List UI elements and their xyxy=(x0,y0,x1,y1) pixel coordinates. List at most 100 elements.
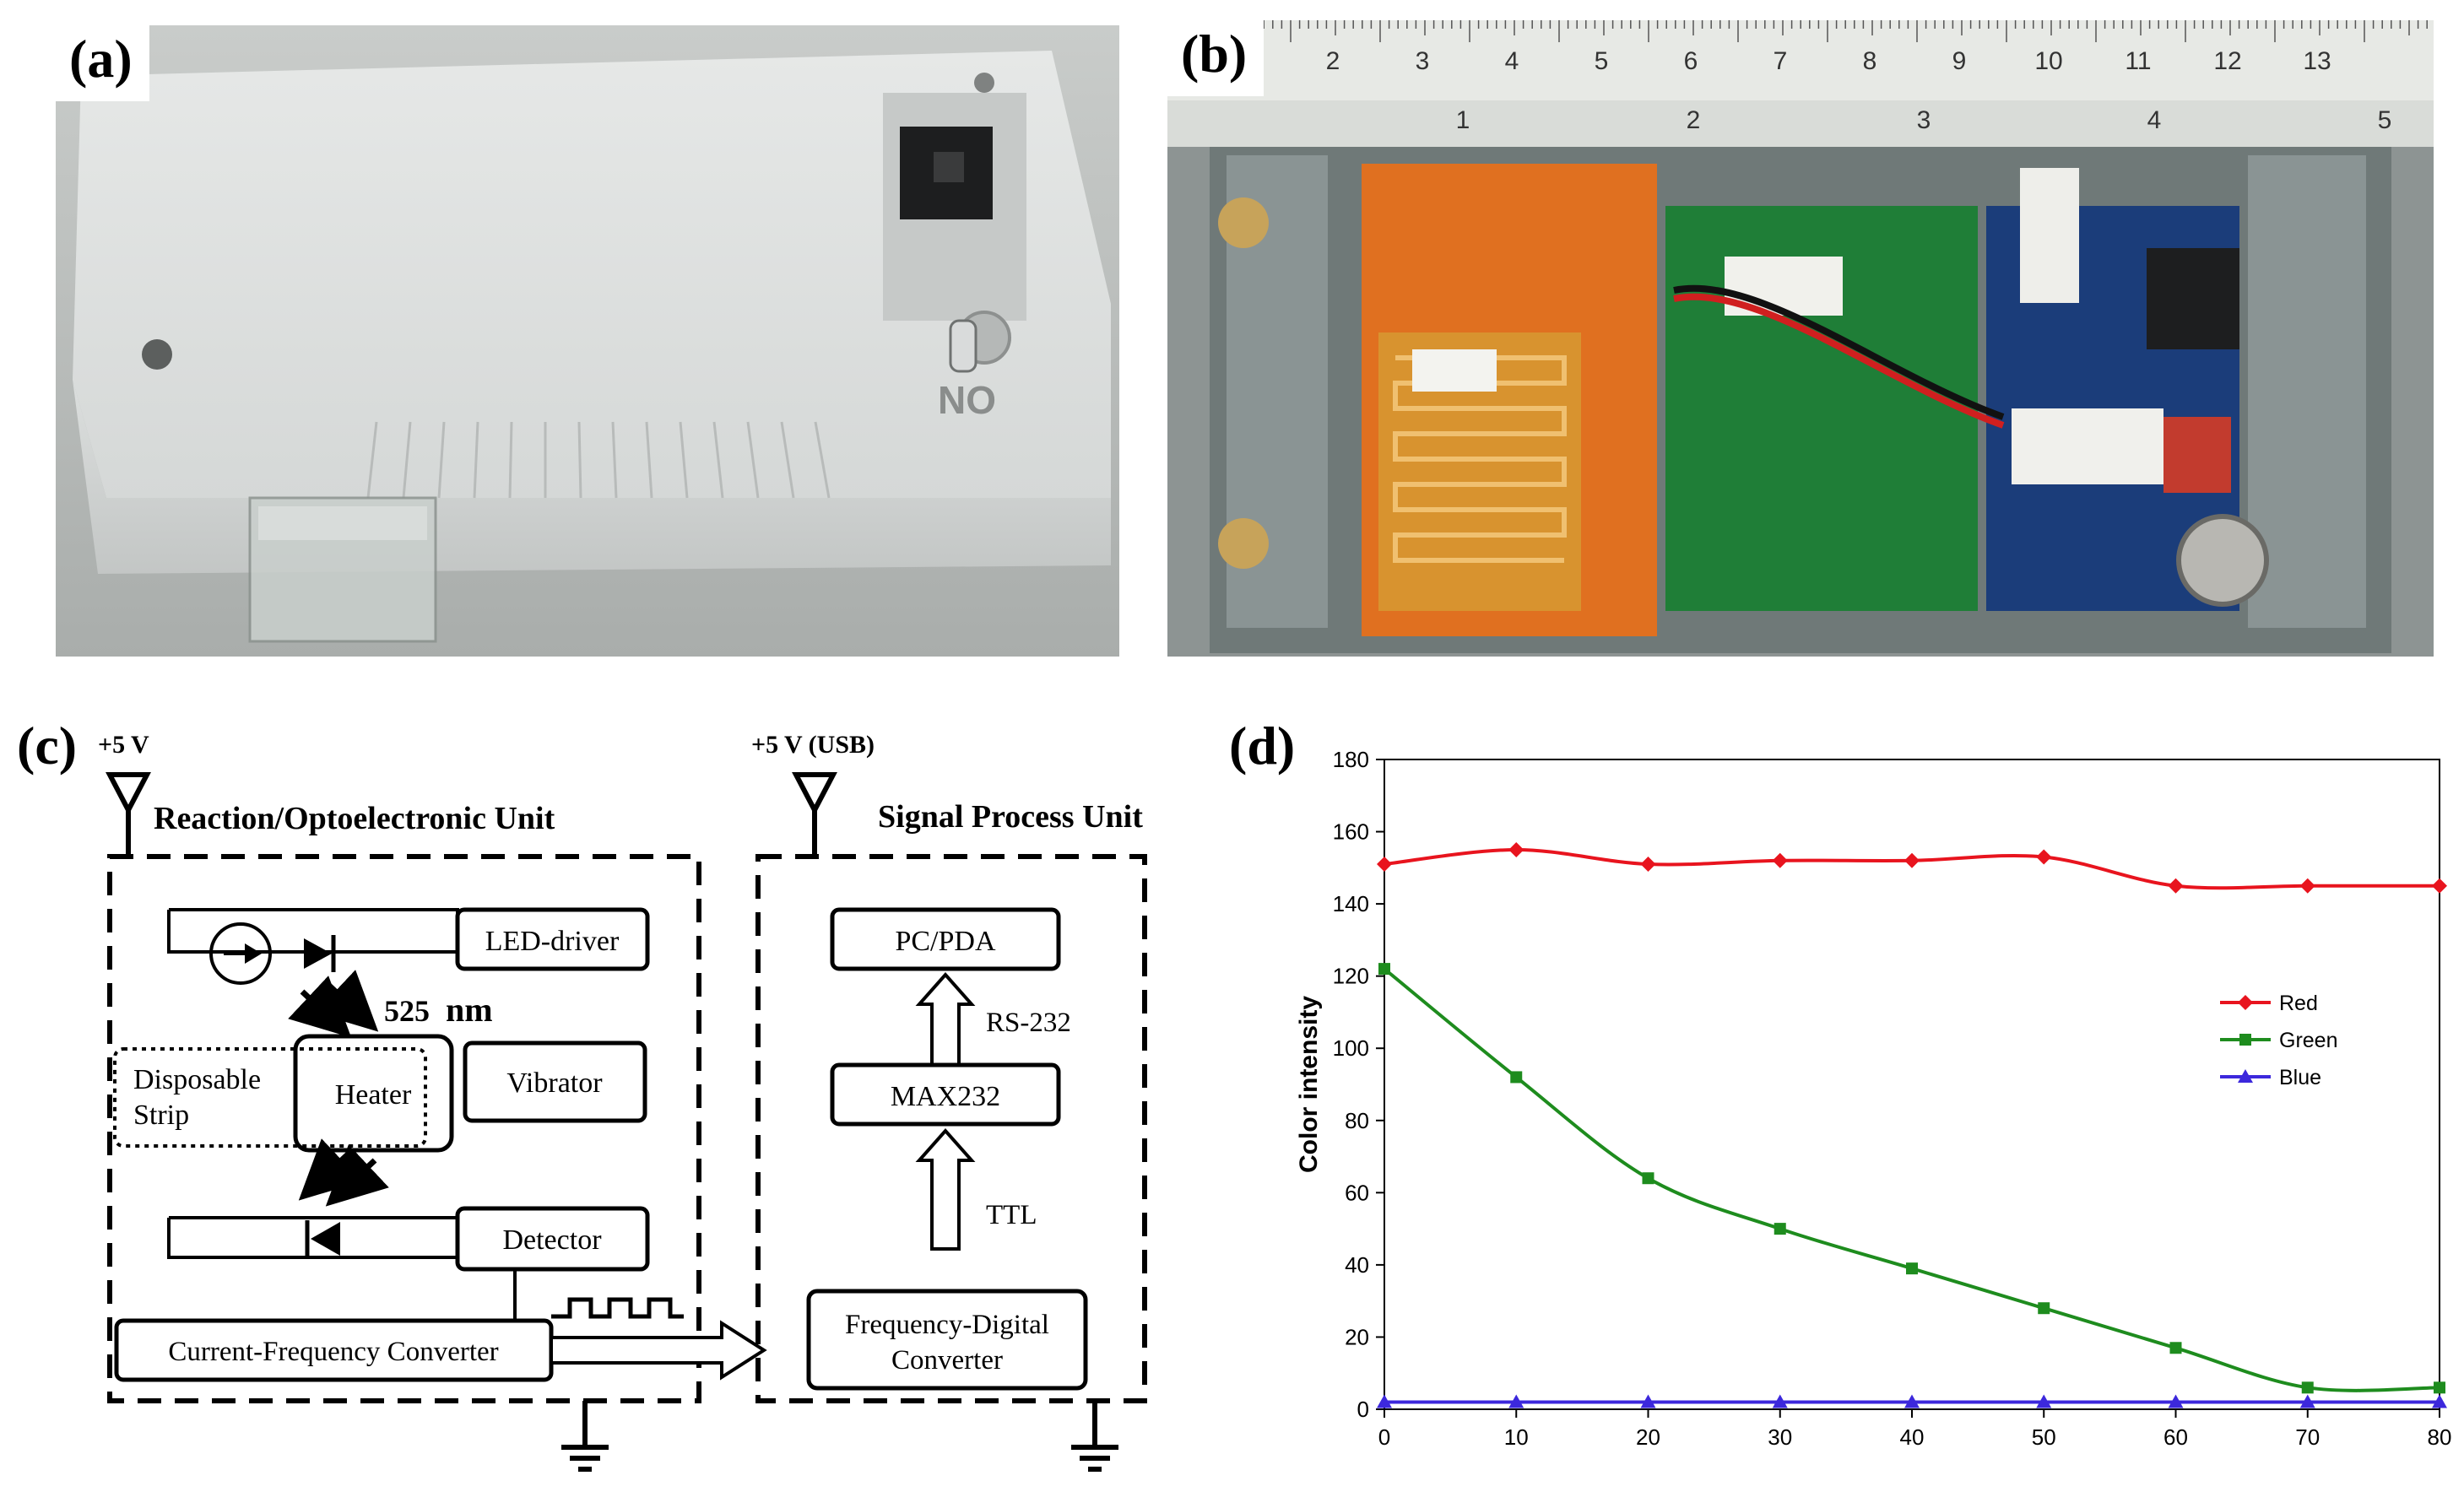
ruler-bottom-number: 3 xyxy=(1917,106,1931,134)
pulse-train-symbol xyxy=(551,1297,684,1319)
ruler-ticks xyxy=(1200,20,2428,42)
disposable-strip-outline xyxy=(113,1047,427,1148)
enclosure-photo: NO xyxy=(56,25,1119,657)
right-antenna-symbol xyxy=(792,772,837,857)
reaction-unit-title: Reaction/Optoelectronic Unit xyxy=(154,801,555,836)
x-tick-label: 20 xyxy=(1636,1424,1660,1450)
x-tick-label: 10 xyxy=(1504,1424,1529,1450)
led-diode-symbol xyxy=(304,935,336,972)
y-tick-label: 180 xyxy=(1333,747,1369,772)
ruler-top-number: 4 xyxy=(1505,47,1519,75)
green-data-point xyxy=(2169,1342,2182,1354)
x-tick-label: 50 xyxy=(2032,1424,2056,1450)
ruler-top-number: 12 xyxy=(2213,47,2241,75)
ruler-top-number: 10 xyxy=(2034,47,2062,75)
ruler-bottom-number: 4 xyxy=(2147,106,2162,134)
green-data-point xyxy=(1642,1172,1654,1185)
y-tick-label: 80 xyxy=(1345,1108,1369,1133)
legend-red-marker xyxy=(2238,995,2253,1010)
signal-unit-border xyxy=(755,854,1147,1403)
y-tick-label: 140 xyxy=(1333,891,1369,916)
y-tick-label: 60 xyxy=(1345,1180,1369,1205)
wavelength-unit: nm xyxy=(446,991,493,1029)
left-ground-symbol xyxy=(561,1401,609,1472)
ttl-hollow-arrow xyxy=(915,1127,976,1251)
green-data-point xyxy=(2301,1381,2314,1394)
red-data-point xyxy=(1772,852,1788,868)
ruler-top-number: 5 xyxy=(1595,47,1609,75)
detected-light-arrows xyxy=(298,1138,389,1207)
legend-green-label: Green xyxy=(2279,1029,2337,1052)
vibrator-label: Vibrator xyxy=(506,1067,603,1099)
left-supply-label: +5 V xyxy=(98,731,149,759)
signal-unit-title: Signal Process Unit xyxy=(878,799,1143,835)
ruler-top-number: 9 xyxy=(1952,47,1967,75)
led-driver-label: LED-driver xyxy=(485,926,620,957)
red-data-point xyxy=(1508,841,1524,857)
frequency-digital-converter-label-line1: Frequency-Digital xyxy=(845,1310,1049,1340)
wavelength-value: 525 xyxy=(384,994,430,1028)
x-tick-label: 80 xyxy=(2428,1424,2452,1450)
disposable-strip-label-line2: Strip xyxy=(133,1100,189,1131)
green-data-point xyxy=(1906,1262,1918,1275)
current-source-symbol xyxy=(209,922,272,985)
disposable-strip-label-line1: Disposable xyxy=(133,1064,261,1095)
max232-label: MAX232 xyxy=(891,1081,1000,1112)
panel-label-b: (b) xyxy=(1167,20,1264,96)
y-tick-label: 0 xyxy=(1357,1397,1369,1422)
legend-blue-label: Blue xyxy=(2279,1066,2321,1089)
ruler-top-number: 8 xyxy=(1863,47,1877,75)
panel-label-a: (a) xyxy=(56,25,149,101)
panel-a-photo: NO xyxy=(56,25,1119,657)
blue-data-point xyxy=(1377,1394,1392,1408)
blue-data-point xyxy=(1904,1394,1920,1408)
frequency-digital-converter-box xyxy=(806,1289,1088,1391)
frequency-digital-converter-label-line2: Converter xyxy=(891,1345,1003,1376)
red-data-point xyxy=(2299,878,2315,894)
ruler-bottom-number: 1 xyxy=(1456,106,1470,134)
max232-box xyxy=(830,1062,1061,1127)
red-data-point xyxy=(2036,849,2052,865)
detector-box xyxy=(455,1206,650,1272)
color-intensity-chart: Color intensity 020406080100120140160180… xyxy=(1295,747,2452,1450)
x-tick-label: 60 xyxy=(2163,1424,2188,1450)
blue-data-point xyxy=(1772,1394,1788,1408)
right-ground-symbol xyxy=(1071,1401,1118,1472)
red-data-point xyxy=(1640,857,1656,873)
legend-blue-marker xyxy=(2238,1069,2253,1083)
incident-light-arrows xyxy=(288,970,379,1038)
y-axis-label: Color intensity xyxy=(1295,996,1323,1173)
ruler-top-number: 13 xyxy=(2303,47,2331,75)
series-layer xyxy=(1377,841,2447,1408)
y-tick-label: 20 xyxy=(1345,1324,1369,1349)
ruler-top-scale: 12345678910111213 xyxy=(1237,47,2331,75)
green-series-line xyxy=(1383,967,2440,1392)
ruler-top-number: 3 xyxy=(1416,47,1430,75)
x-tick-label: 30 xyxy=(1768,1424,1792,1450)
blue-data-point xyxy=(2432,1394,2447,1408)
blue-data-point xyxy=(1508,1394,1524,1408)
rs232-label: RS-232 xyxy=(986,1008,1071,1038)
right-supply-label: +5 V (USB) xyxy=(751,731,875,759)
heater-label: Heater xyxy=(335,1079,412,1111)
block-diagram: LED-driver 525 nm Disposable Strip Heate… xyxy=(98,731,1147,1472)
blue-data-point xyxy=(2299,1394,2315,1408)
left-antenna-symbol xyxy=(106,772,151,857)
detector-label: Detector xyxy=(502,1224,602,1256)
vibrator-box xyxy=(463,1040,647,1123)
legend-green-marker xyxy=(2239,1034,2251,1046)
ruler-top-number: 6 xyxy=(1684,47,1698,75)
legend-red-label: Red xyxy=(2279,992,2318,1015)
x-tick-label: 70 xyxy=(2295,1424,2320,1450)
pc-pda-label: PC/PDA xyxy=(895,926,995,957)
photodiode-symbol xyxy=(305,1220,340,1257)
blue-data-point xyxy=(1640,1394,1656,1408)
blue-data-point xyxy=(2168,1394,2184,1408)
y-tick-label: 120 xyxy=(1333,964,1369,989)
